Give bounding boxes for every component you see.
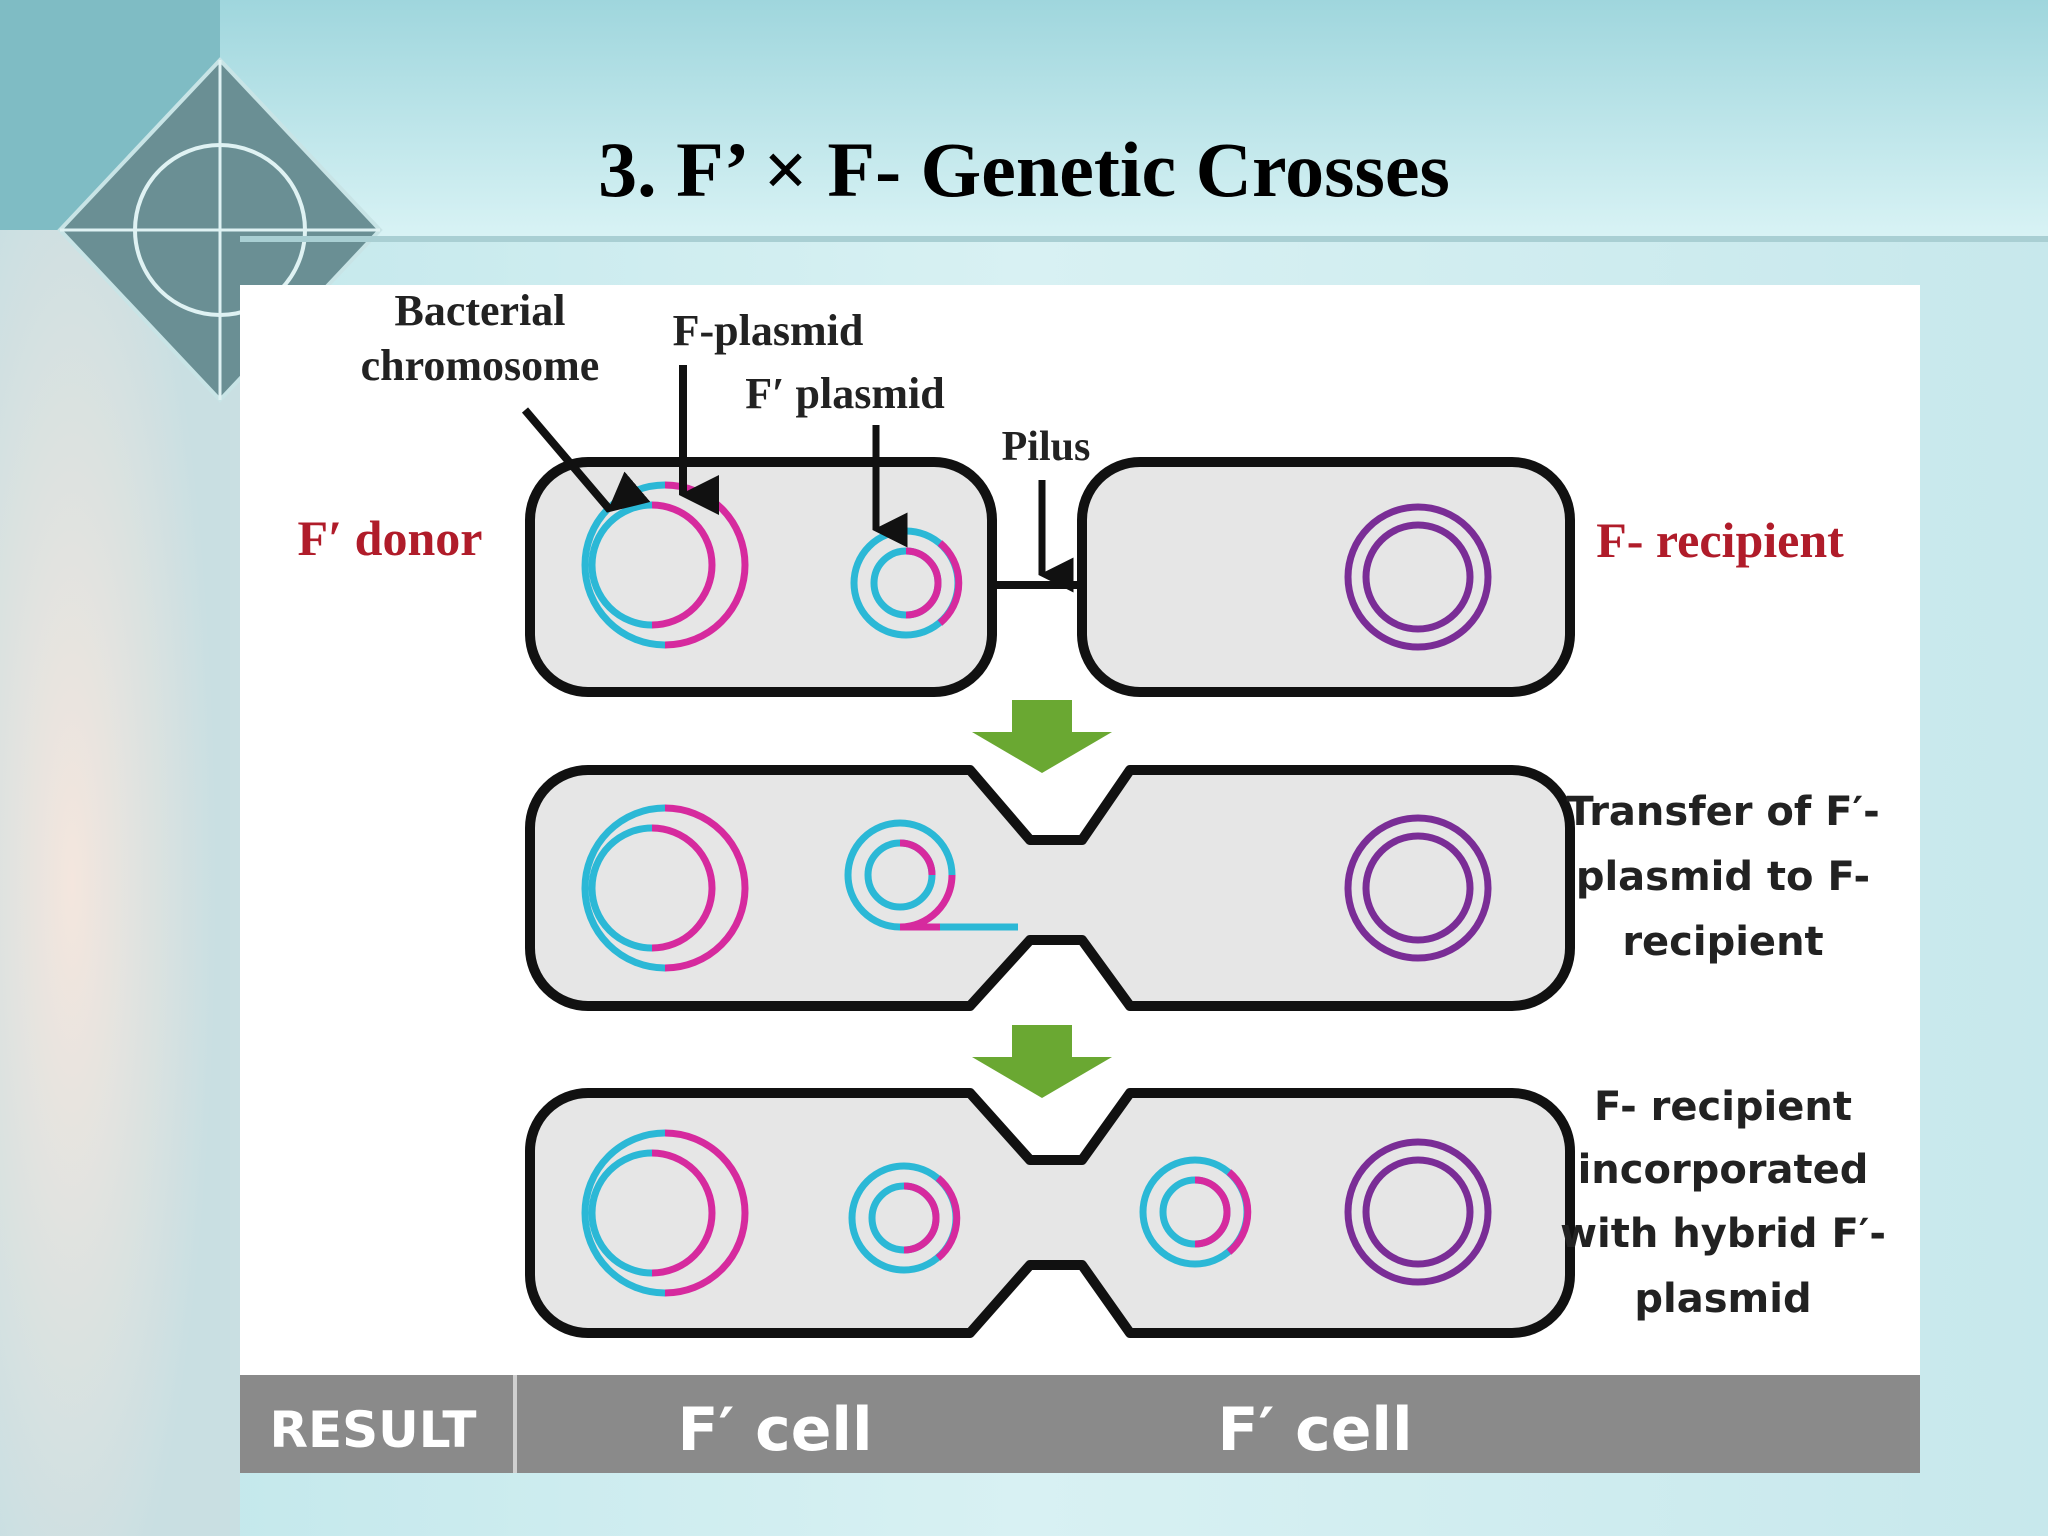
step-arrow-2: [972, 1025, 1112, 1098]
label-bacterial-chromosome-2: chromosome: [361, 341, 600, 390]
label-step3-line1: F- recipient: [1594, 1084, 1852, 1130]
pointer-arrows: [521, 365, 1074, 593]
row-3-conjugating-cells: [525, 1088, 1575, 1338]
donor-chromosome-row3: [581, 1129, 749, 1297]
pilus-bridge: [992, 581, 1082, 589]
row-2-conjugating-cells: [525, 765, 1575, 1011]
label-pilus: Pilus: [1002, 424, 1091, 470]
label-bacterial-chromosome-1: Bacterial: [394, 286, 565, 335]
label-donor: F′ donor: [298, 510, 483, 566]
label-recipient: F- recipient: [1596, 512, 1844, 568]
result-label: RESULT: [270, 1401, 477, 1459]
label-step3-line2: incorporated: [1578, 1147, 1869, 1193]
label-step3-line3: with hybrid F′-: [1560, 1211, 1886, 1257]
slide-title: 3. F’ × F- Genetic Crosses: [598, 126, 1450, 213]
label-step2-line1: Transfer of F′-: [1566, 789, 1879, 835]
recipient-chromosome-row2: [1344, 814, 1492, 962]
conjugation-diagram: Bacterial chromosome F-plasmid F′ plasmi…: [240, 285, 1920, 1473]
label-f-prime-plasmid: F′ plasmid: [745, 369, 944, 418]
f-prime-plasmid-recipient-row3: [1139, 1156, 1252, 1268]
row-1-recipient-cell: [1077, 457, 1575, 697]
label-step3-line4: plasmid: [1634, 1276, 1811, 1322]
label-step2-line2: plasmid to F-: [1576, 854, 1870, 900]
result-bar: RESULT F′ cell F′ cell: [240, 1375, 1920, 1473]
f-prime-plasmid-donor-row3: [848, 1162, 961, 1274]
recipient-chromosome-row3: [1344, 1138, 1492, 1286]
f-prime-plasmid-transferring: [844, 819, 1018, 931]
label-f-plasmid: F-plasmid: [673, 306, 864, 355]
recipient-chromosome-row1: [1344, 503, 1492, 651]
donor-chromosome-row2: [581, 804, 749, 972]
step-arrow-1: [972, 700, 1112, 773]
label-step2-line3: recipient: [1622, 919, 1823, 965]
result-cell-right: F′ cell: [1217, 1395, 1412, 1465]
result-cell-left: F′ cell: [677, 1395, 872, 1465]
